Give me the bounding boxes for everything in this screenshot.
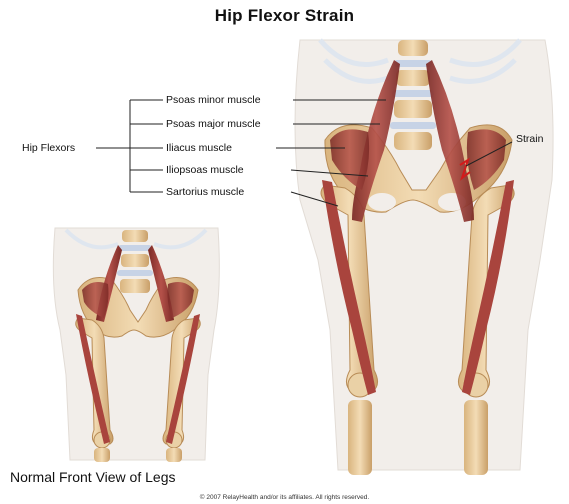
- copyright-notice: © 2007 RelayHealth and/or its affiliates…: [0, 494, 569, 501]
- large-tibia-right: [464, 400, 488, 475]
- label-psoas-major: Psoas major muscle: [166, 118, 261, 130]
- large-figure: [295, 40, 553, 475]
- large-obturator-left: [368, 193, 396, 211]
- label-iliopsoas: Iliopsoas muscle: [166, 164, 244, 176]
- small-tibia-left: [94, 448, 110, 462]
- small-spine: [117, 230, 153, 293]
- large-tibia-left: [348, 400, 372, 475]
- label-sartorius: Sartorius muscle: [166, 186, 244, 198]
- label-psoas-minor: Psoas minor muscle: [166, 94, 261, 106]
- small-figure: [53, 228, 219, 462]
- label-hip-flexors: Hip Flexors: [22, 142, 75, 154]
- figure-caption: Normal Front View of Legs: [10, 469, 175, 485]
- label-strain: Strain: [516, 133, 543, 145]
- label-iliacus: Iliacus muscle: [166, 142, 232, 154]
- small-tibia-right: [166, 448, 182, 462]
